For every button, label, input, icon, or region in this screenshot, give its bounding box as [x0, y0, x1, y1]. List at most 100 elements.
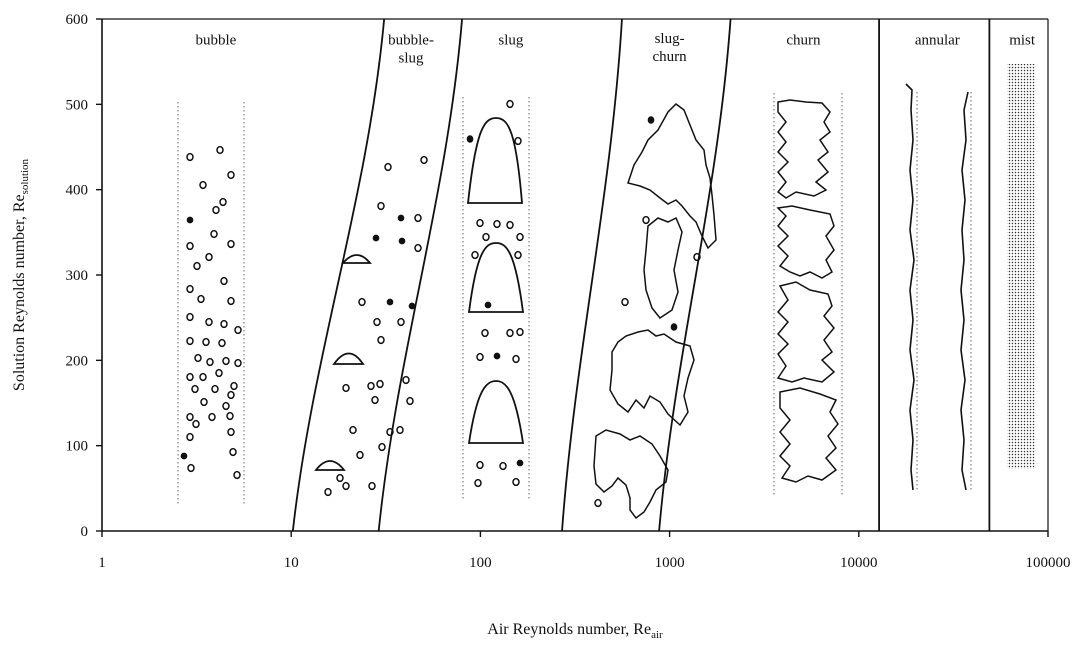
- bubble-dot: [514, 136, 522, 146]
- regime-label: bubble: [195, 33, 236, 49]
- y-tick-label: 400: [66, 183, 89, 199]
- bubble-dot: [186, 284, 194, 294]
- bubble-dot: [358, 297, 366, 307]
- bubble-dot: [371, 395, 379, 405]
- bubble-dot: [408, 302, 416, 310]
- bubble-dot: [227, 390, 235, 400]
- bubble-dot: [396, 425, 404, 435]
- y-tick-label: 200: [66, 353, 89, 369]
- bubble-dot: [233, 470, 241, 480]
- bubble-dot: [367, 381, 375, 391]
- bubble-dot: [342, 383, 350, 393]
- bubble-dot: [642, 215, 650, 225]
- slug-dots: [466, 99, 524, 488]
- regime-illustrations: [177, 64, 1035, 520]
- bubble-dot: [647, 116, 655, 124]
- bubble-dot: [398, 237, 406, 245]
- bubble-dot: [377, 335, 385, 345]
- bubble-dot: [234, 325, 242, 335]
- y-tick-label: 100: [66, 439, 89, 455]
- bubble-dot: [186, 432, 194, 442]
- regime-label: churn: [653, 49, 688, 65]
- x-axis-title-subscript: air: [651, 629, 663, 641]
- bubble-dot: [476, 352, 484, 362]
- bubble-dot: [493, 352, 501, 360]
- regime-label: slug-: [655, 31, 685, 47]
- slug-churn-column-illustration: [593, 103, 717, 520]
- bubble-dot: [199, 372, 207, 382]
- regime-label: bubble-: [388, 33, 434, 49]
- bubble-dot: [414, 243, 422, 253]
- bubble-dot: [372, 234, 380, 242]
- x-tick-label: 1000: [655, 555, 685, 571]
- bubble-dot: [193, 261, 201, 271]
- bubble-dot: [186, 372, 194, 382]
- bubble-dot: [200, 397, 208, 407]
- bubble-dot: [180, 452, 188, 460]
- bubble-dot: [506, 328, 514, 338]
- bubble-dot: [356, 450, 364, 460]
- bubble-dot: [227, 427, 235, 437]
- bubble-dot: [693, 252, 701, 262]
- bubble-dot: [192, 419, 200, 429]
- regime-label: slug: [498, 33, 524, 49]
- bubble-dot: [376, 379, 384, 389]
- bubble-dot: [377, 201, 385, 211]
- bubble-dot: [186, 312, 194, 322]
- y-tick-label: 300: [66, 268, 89, 284]
- bubble-dot: [227, 296, 235, 306]
- bubble-dot: [414, 213, 422, 223]
- bubble-dot: [402, 375, 410, 385]
- bubble-dot: [212, 205, 220, 215]
- bubble-dot: [476, 460, 484, 470]
- x-tick-label: 10: [284, 555, 299, 571]
- bubble-dot: [499, 461, 507, 471]
- bubble-dot: [216, 145, 224, 155]
- regime-label: slug: [399, 51, 425, 67]
- bubble-dot: [205, 252, 213, 262]
- bubble-dot: [186, 412, 194, 422]
- bubble-slug-column-illustration: [314, 155, 428, 497]
- slug-column-illustration: [462, 97, 530, 500]
- bubble-dot: [621, 297, 629, 307]
- regime-label: annular: [915, 33, 960, 49]
- bubble-dot: [222, 401, 230, 411]
- bubble-dot: [211, 384, 219, 394]
- bubble-dot: [384, 162, 392, 172]
- bubble-dot: [373, 317, 381, 327]
- bubble-dot: [197, 294, 205, 304]
- bubble-dot: [512, 477, 520, 487]
- bubble-dot: [397, 317, 405, 327]
- bubble-dot: [206, 357, 214, 367]
- bubble-dot: [210, 229, 218, 239]
- bubble-dot: [471, 250, 479, 260]
- bubble-dot: [202, 337, 210, 347]
- bubble-dot: [222, 356, 230, 366]
- y-axis-title: Solution Reynolds number, Resolution: [11, 158, 31, 391]
- bubble-dot: [336, 473, 344, 483]
- bubble-dot: [481, 328, 489, 338]
- bubble-dot: [186, 152, 194, 162]
- bubble-dot: [594, 498, 602, 508]
- bubble-dot: [420, 155, 428, 165]
- bubble-dot: [227, 239, 235, 249]
- bubble-dot: [476, 218, 484, 228]
- bubble-dot: [514, 250, 522, 260]
- bubble-dot: [215, 368, 223, 378]
- y-tick-label: 600: [66, 12, 89, 28]
- bubble-dot: [186, 216, 194, 224]
- bubble-dot: [220, 276, 228, 286]
- bubble-dot: [484, 301, 492, 309]
- bubble-dot: [229, 447, 237, 457]
- bubble-dot: [516, 459, 524, 467]
- bubble-dot: [506, 220, 514, 230]
- bubble-slug-dots: [324, 155, 428, 497]
- y-axis-title-main: Solution Reynolds number, Re: [11, 194, 28, 391]
- bubble-dot: [230, 381, 238, 391]
- bubble-dot: [368, 481, 376, 491]
- bubble-dot: [191, 384, 199, 394]
- bubble-dot: [220, 319, 228, 329]
